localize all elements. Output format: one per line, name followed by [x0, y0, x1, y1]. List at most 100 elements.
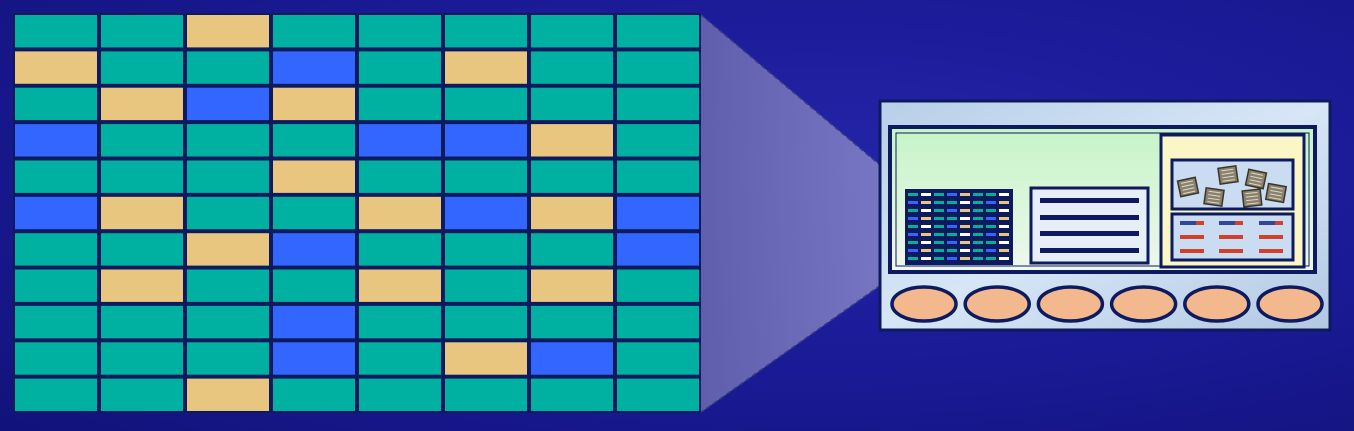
grid-cell-teal [187, 342, 269, 375]
chip-icon [1264, 182, 1288, 204]
grid-cell-teal [187, 269, 269, 302]
mini-grid-cell [999, 225, 1009, 228]
mini-grid-cell [908, 225, 918, 228]
mini-grid-cell [908, 209, 918, 212]
mini-grid-cell [960, 257, 970, 260]
ellipse-button [963, 285, 1031, 323]
mini-grid-cell [986, 241, 996, 244]
indicator-bar [1219, 235, 1243, 239]
grid-cell-teal [359, 160, 441, 193]
grid-cell-teal [273, 269, 355, 302]
grid-cell-teal [187, 51, 269, 84]
grid-cell-teal [101, 378, 183, 411]
mini-grid-cell [947, 241, 957, 244]
list-line [1040, 231, 1139, 236]
mini-grid-cell [999, 193, 1009, 196]
indicator-bar [1180, 221, 1204, 225]
grid-cell-teal [273, 15, 355, 48]
grid-cell-teal [445, 15, 527, 48]
grid-cell-teal [445, 233, 527, 266]
mini-grid-cell [999, 201, 1009, 204]
grid-cell-tan [187, 15, 269, 48]
mini-grid-cell [999, 217, 1009, 220]
grid-cell-teal [273, 378, 355, 411]
mini-grid-cell [986, 217, 996, 220]
indicator-bar [1219, 221, 1243, 225]
grid-cell-tan [531, 269, 613, 302]
grid-cell-tan [15, 51, 97, 84]
mini-grid-cell [960, 233, 970, 236]
mini-grid-cell [960, 249, 970, 252]
mini-grid-cell [960, 201, 970, 204]
grid-cell-teal [445, 87, 527, 121]
mini-grid-cell [960, 209, 970, 212]
ellipse-button [1036, 285, 1105, 323]
mini-grid-cell [986, 193, 996, 196]
mini-grid-cell [960, 217, 970, 220]
enlarged-grid [13, 13, 701, 413]
mini-grid-cell [960, 225, 970, 228]
grid-cell-teal [445, 378, 527, 411]
grid-cell-teal [359, 87, 441, 121]
grid-cell-blue [445, 124, 527, 157]
mini-grid-cell [986, 257, 996, 260]
grid-cell-teal [617, 378, 699, 411]
grid-cell-teal [187, 196, 269, 230]
zoom-edge-top [699, 13, 906, 187]
indicator-bar [1180, 249, 1204, 253]
grid-cell-tan [445, 342, 527, 375]
grid-cell-teal [531, 233, 613, 266]
mini-grid-cell [921, 257, 931, 260]
chip-icon [1176, 176, 1200, 198]
mini-grid-cell [934, 249, 944, 252]
grid-cell-tan [273, 87, 355, 121]
mini-grid-cell [908, 257, 918, 260]
indicator-bar [1259, 249, 1283, 253]
mini-grid-cell [986, 249, 996, 252]
grid-cell-teal [187, 160, 269, 193]
mini-grid-cell [999, 241, 1009, 244]
grid-cell-tan [101, 269, 183, 302]
device-screen-inner-frame [895, 132, 1310, 267]
grid-cell-blue [617, 196, 699, 230]
mini-grid-cell [986, 225, 996, 228]
mini-grid-cell [934, 209, 944, 212]
mini-grid-cell [921, 249, 931, 252]
list-line [1040, 198, 1139, 203]
mini-grid-cell [960, 241, 970, 244]
grid-cell-teal [101, 15, 183, 48]
grid-cell-teal [531, 378, 613, 411]
grid-cell-blue [273, 233, 355, 266]
grid-cell-teal [359, 15, 441, 48]
grid-cell-tan [531, 196, 613, 230]
ellipse-button [890, 285, 958, 323]
grid-cell-blue [359, 124, 441, 157]
indicator-bar [1180, 235, 1204, 239]
mini-grid-cell [947, 209, 957, 212]
grid-cell-tan [101, 196, 183, 230]
grid-cell-teal [15, 305, 97, 339]
grid-cell-teal [617, 87, 699, 121]
grid-cell-blue [273, 51, 355, 84]
indicator-bar [1259, 235, 1283, 239]
grid-cell-teal [359, 51, 441, 84]
grid-cell-teal [359, 342, 441, 375]
grid-cell-blue [445, 196, 527, 230]
mini-grid-cell [934, 201, 944, 204]
mini-grid-cell [908, 193, 918, 196]
ellipse-button [1183, 285, 1251, 323]
grid-cell-teal [359, 233, 441, 266]
indicator-bar-accent [1196, 221, 1204, 225]
device-panel [878, 99, 1332, 332]
grid-cell-teal [15, 342, 97, 375]
mini-grid-cell [999, 209, 1009, 212]
mini-grid-cell [921, 201, 931, 204]
list-line [1040, 248, 1139, 253]
grid-cell-tan [187, 233, 269, 266]
grid-cell-teal [273, 196, 355, 230]
mini-grid-cell [947, 217, 957, 220]
zoom-edge-bottom [699, 267, 906, 414]
list-box [1029, 186, 1150, 265]
mini-grid-cell [947, 233, 957, 236]
